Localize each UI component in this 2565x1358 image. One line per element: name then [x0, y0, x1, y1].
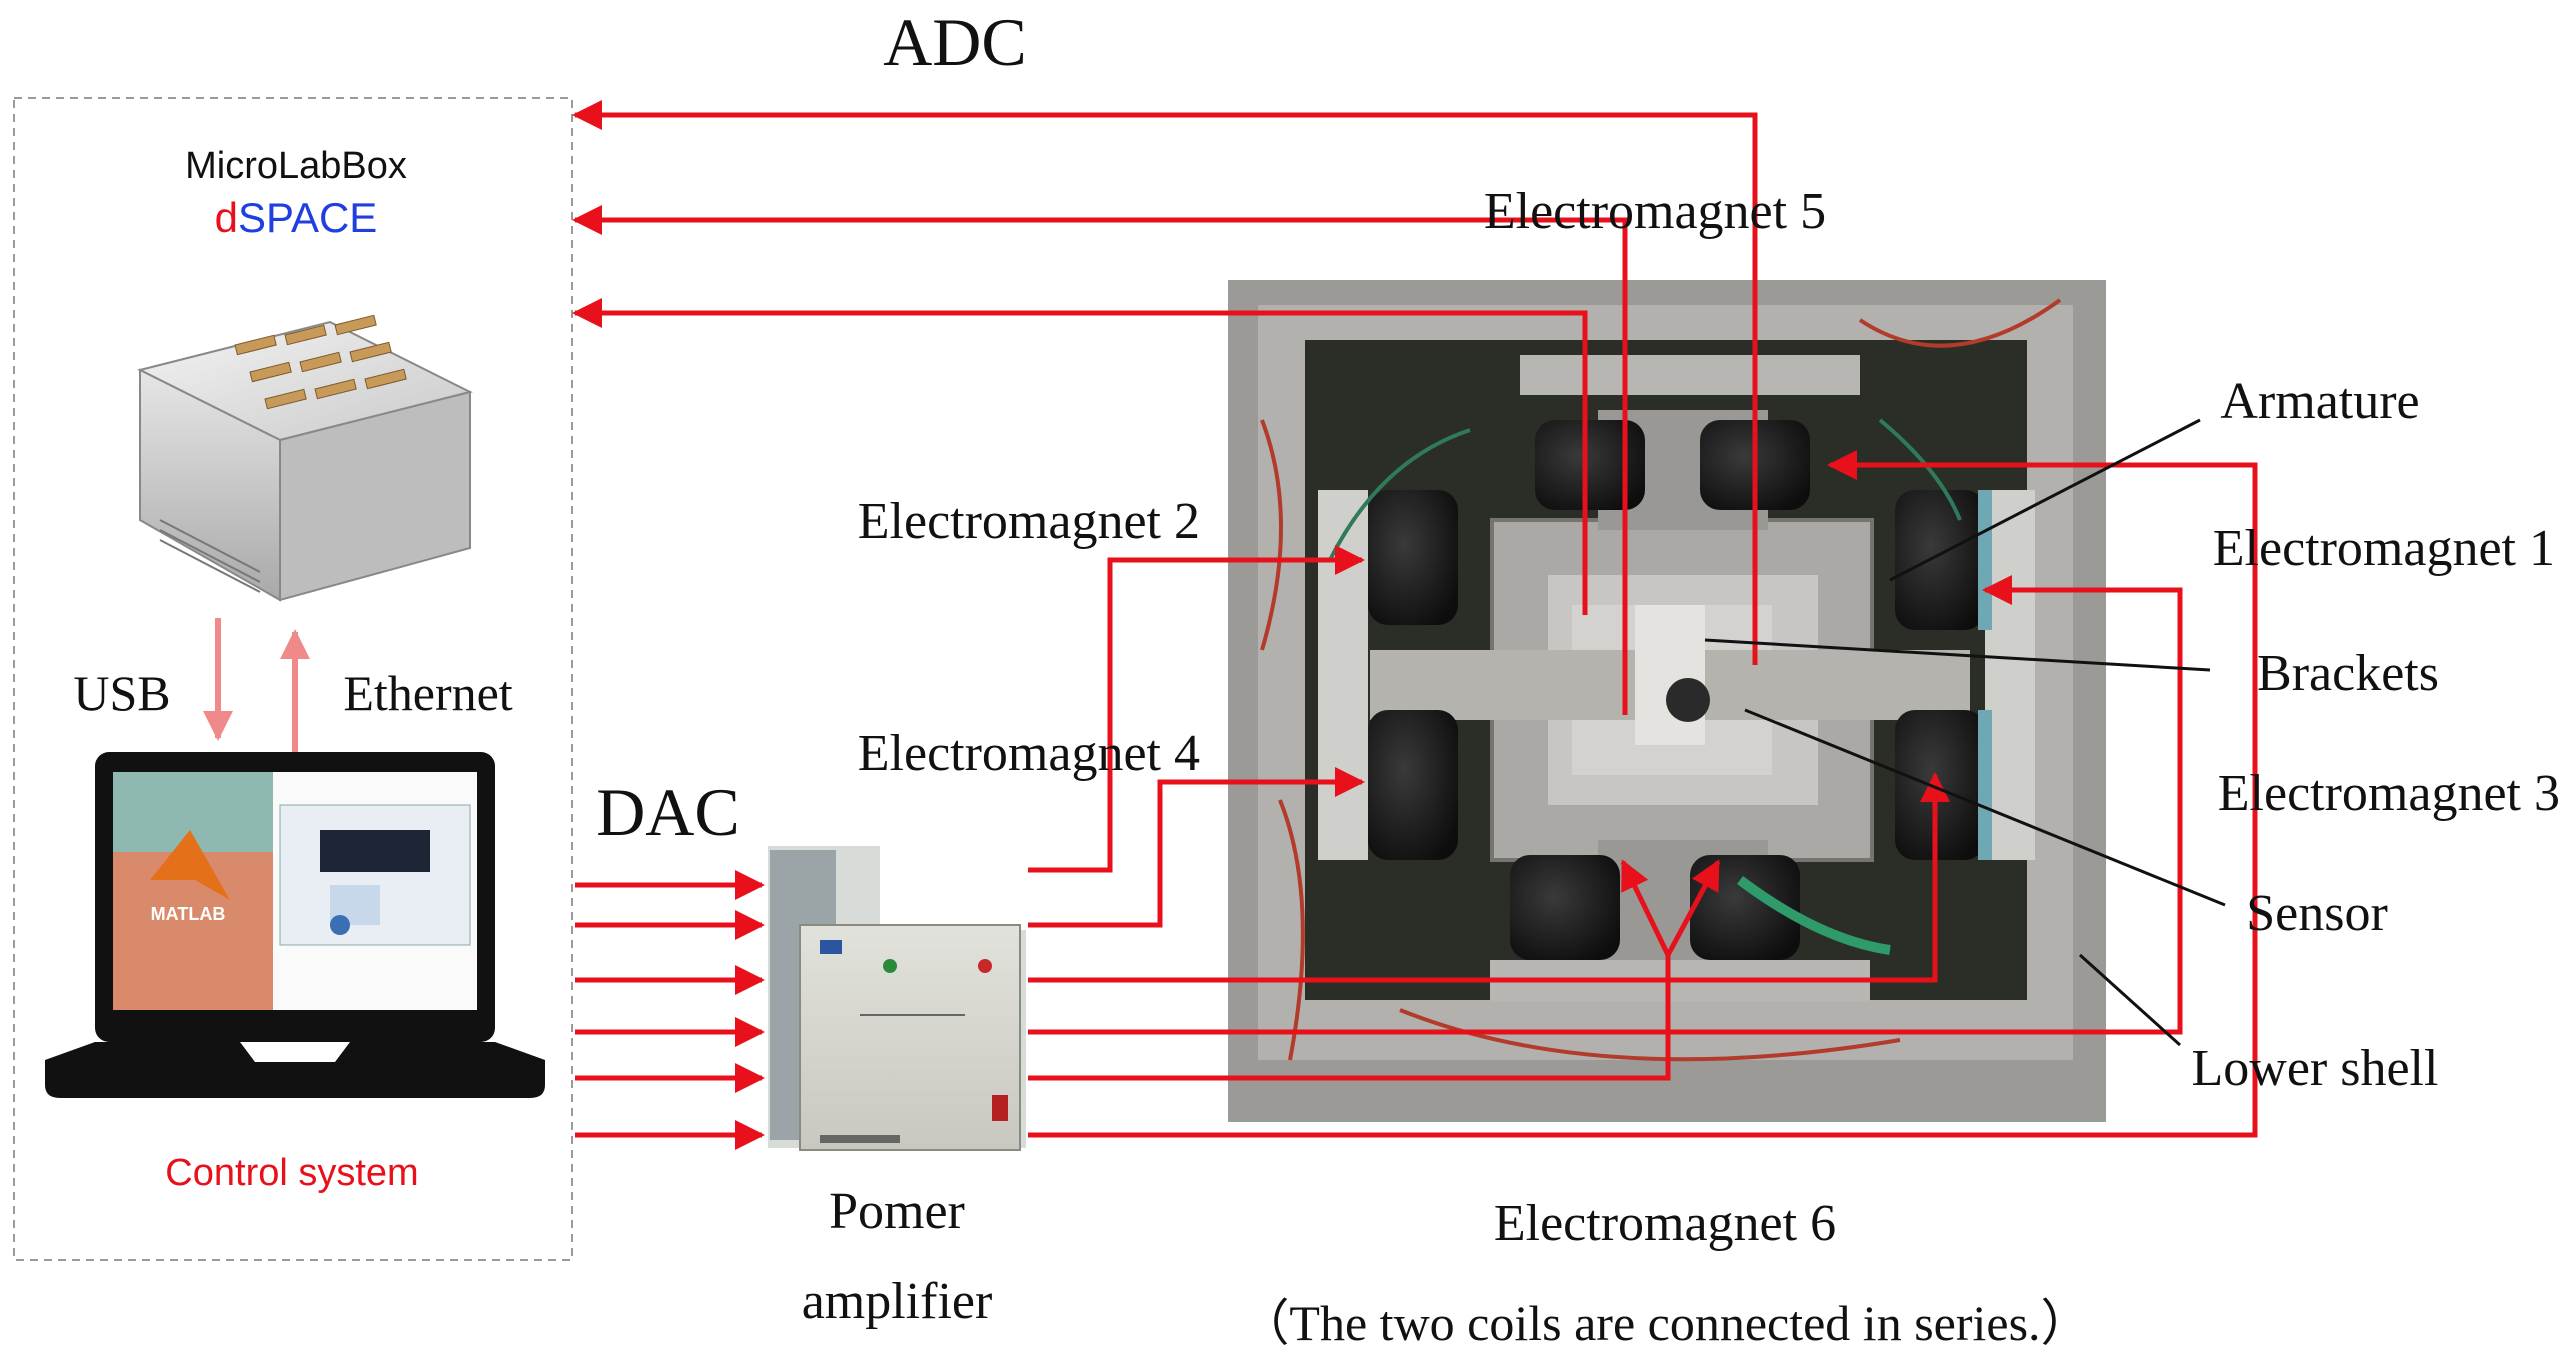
dspace-space: SPACE: [238, 194, 377, 241]
electromagnet-1-coil: [1895, 490, 1992, 630]
armature-label: Armature: [2220, 373, 2419, 430]
sensor-head: [1635, 605, 1705, 745]
amp-red-light-icon: [978, 959, 992, 973]
power-amplifier-device: [768, 846, 1026, 1151]
electromagnet-2-label: Electromagnet 2: [858, 493, 1200, 550]
amp-to-electromagnet-6: [1028, 859, 1721, 1081]
amp-green-light-icon: [883, 959, 897, 973]
microlabbox-device-icon: [137, 314, 473, 602]
electromagnet-5-label: Electromagnet 5: [1484, 183, 1826, 240]
amp-to-electromagnet-1: [1028, 575, 2183, 1035]
electromagnet-3-label: Electromagnet 3: [2218, 765, 2560, 822]
callout-lines: [1704, 418, 2226, 1047]
dac-label: DAC: [596, 774, 740, 850]
power-amplifier-label-line2: amplifier: [802, 1273, 993, 1330]
matlab-logo-icon: [150, 830, 230, 900]
series-note-label: （The two coils are connected in series.）: [1239, 1295, 2090, 1351]
brackets-label: Brackets: [2257, 645, 2439, 702]
adc-label: ADC: [883, 4, 1027, 80]
adc-wire-2: [572, 205, 1628, 715]
electromagnet-2-coil: [1368, 490, 1458, 625]
usb-label: USB: [73, 665, 170, 721]
lower-shell-label: Lower shell: [2192, 1040, 2439, 1097]
adc-wire-1: [572, 100, 1758, 665]
adc-wire-3: [572, 298, 1588, 615]
amp-to-electromagnet-5: [1028, 450, 2258, 1138]
electromagnet-3-coil: [1895, 710, 1992, 860]
matlab-label: MATLAB: [151, 904, 226, 924]
amp-to-electromagnet-4: [1028, 767, 1365, 928]
sensor-label: Sensor: [2246, 885, 2388, 942]
electromagnet-4-coil: [1368, 710, 1458, 860]
electromagnet-1-label: Electromagnet 1: [2213, 520, 2555, 577]
dspace-d: d: [215, 194, 238, 241]
microlabbox-label: MicroLabBox: [185, 145, 407, 187]
ethernet-label: Ethernet: [343, 665, 512, 721]
control-system-label: Control system: [165, 1152, 418, 1194]
electromagnet-6-label: Electromagnet 6: [1494, 1195, 1836, 1252]
control-system-frame: [13, 97, 573, 1261]
dspace-label: dSPACE: [215, 194, 378, 241]
electromagnet-4-label: Electromagnet 4: [858, 725, 1200, 782]
amp-to-electromagnet-2: [1028, 545, 1365, 873]
amp-to-electromagnet-3: [1028, 772, 1950, 983]
laptop-icon: MATLAB: [45, 752, 545, 1098]
power-amplifier-label-line1: Pomer: [829, 1183, 965, 1240]
